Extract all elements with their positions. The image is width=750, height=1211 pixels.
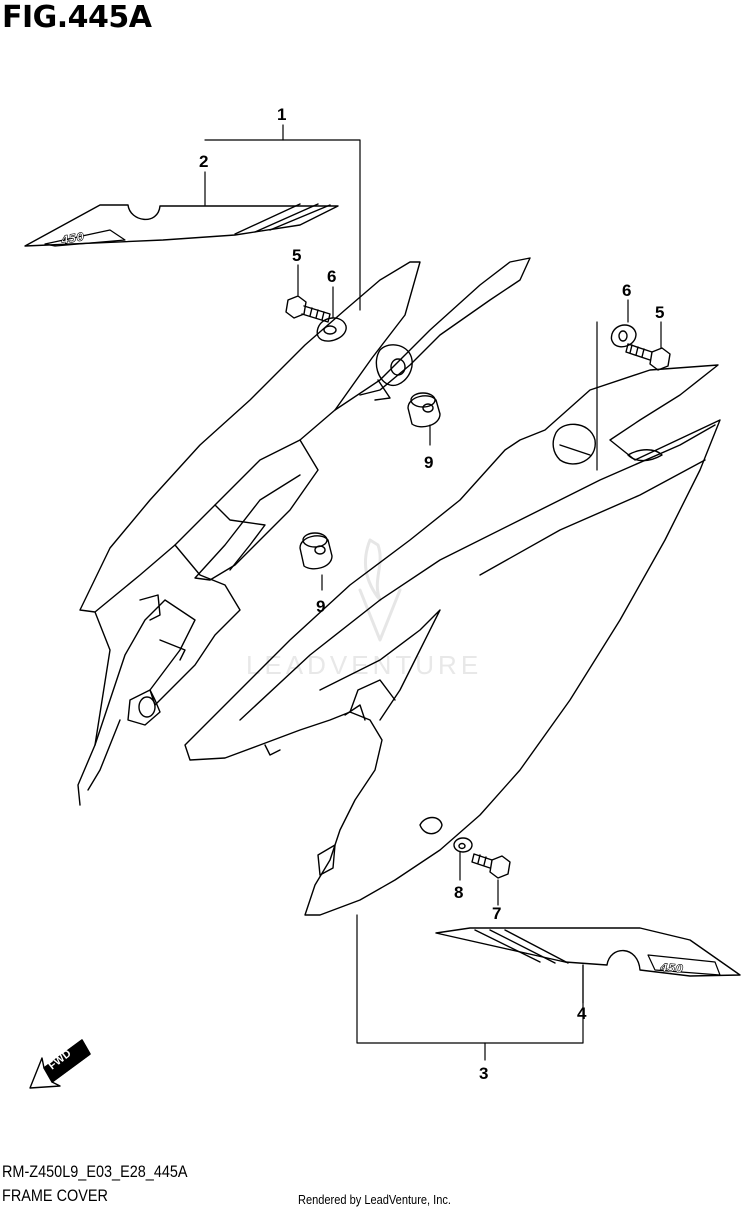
callout-7: 7 <box>492 904 501 923</box>
callout-8: 8 <box>454 883 463 902</box>
washer-left-part-6 <box>316 317 347 342</box>
callout-5-left: 5 <box>292 246 301 265</box>
decal-left-part-2: 450 <box>24 203 339 247</box>
callout-6-right: 6 <box>622 281 631 300</box>
bolt-left-part-5 <box>285 295 331 323</box>
bolt-part-7 <box>471 853 511 879</box>
decal-right-text: 450 <box>659 961 684 976</box>
decal-left-text: 450 <box>59 230 85 247</box>
bolt-right-part-5 <box>625 343 671 371</box>
model-code: RM-Z450L9_E03_E28_445A <box>2 1162 188 1181</box>
frame-cover-left-part-1 <box>77 257 531 806</box>
washer-part-8 <box>453 837 473 853</box>
frame-cover-right-part-3 <box>184 364 721 916</box>
figure-title: FIG.445A <box>2 0 152 35</box>
fwd-arrow-icon: FWD <box>29 1039 91 1089</box>
leader-lines <box>204 124 662 1061</box>
callout-numbers: 1 2 3 4 5 5 6 6 7 8 9 9 <box>199 105 664 1083</box>
callout-2: 2 <box>199 152 208 171</box>
washer-right-part-6 <box>610 324 637 348</box>
callout-3: 3 <box>479 1064 488 1083</box>
watermark-text: LEADVENTURE <box>246 650 483 680</box>
callout-1: 1 <box>277 105 286 124</box>
figure-caption: FRAME COVER <box>2 1186 108 1205</box>
callout-9-upper: 9 <box>424 453 433 472</box>
callout-6-left: 6 <box>327 267 336 286</box>
grommet-upper-part-9 <box>407 392 441 428</box>
callout-9-lower: 9 <box>316 597 325 616</box>
decal-right-part-4: 450 <box>435 927 741 977</box>
rendered-by-credit: Rendered by LeadVenture, Inc. <box>298 1192 451 1207</box>
callout-5-right: 5 <box>655 303 664 322</box>
callout-4: 4 <box>577 1004 587 1023</box>
grommet-lower-part-9 <box>299 532 333 570</box>
